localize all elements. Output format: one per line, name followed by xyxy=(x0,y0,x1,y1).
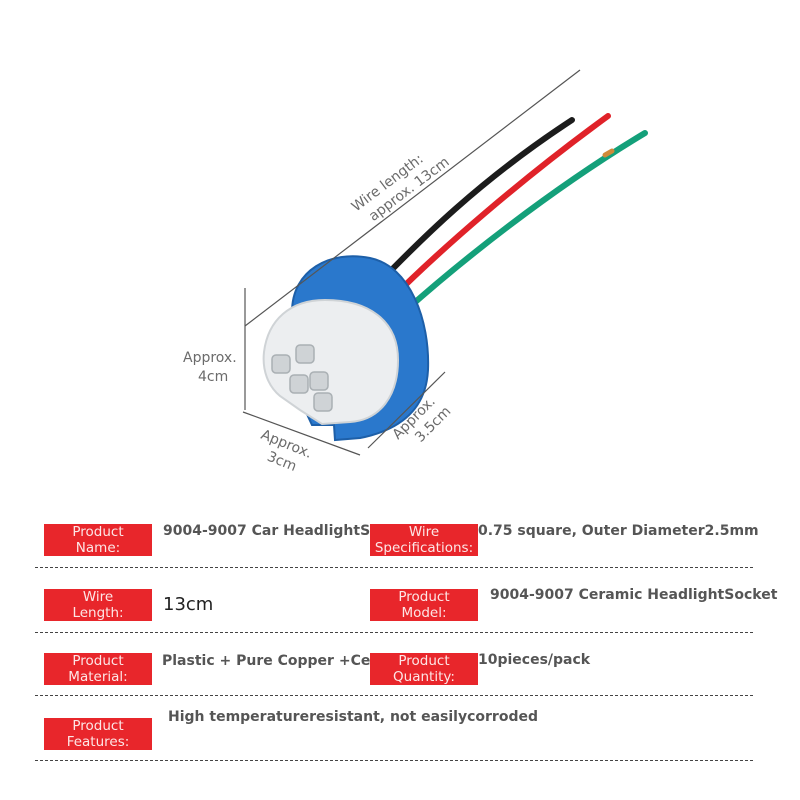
headlight-socket xyxy=(262,255,430,442)
wire-bundle xyxy=(369,113,648,315)
wire-length-dimension: Wire length: approx. 13cm xyxy=(349,140,453,230)
product-photo: Wire length: approx. 13cm Approx.4cm App… xyxy=(183,69,648,475)
product-quantity-value: 10pieces/pack xyxy=(478,652,591,668)
wire-length-value: 13cm xyxy=(163,594,214,615)
pin-slots xyxy=(271,344,333,412)
dimension-lines xyxy=(242,69,581,456)
red-wire xyxy=(387,113,611,303)
product-model-value: 9004-9007 Ceramic HeadlightSocket xyxy=(490,587,778,603)
green-wire-tip xyxy=(602,148,615,158)
wire-spec-value: 0.75 square, Outer Diameter2.5mm xyxy=(478,523,759,539)
row-divider xyxy=(35,567,753,568)
row-divider xyxy=(35,760,753,761)
height-dimension: Approx.4cm xyxy=(183,350,237,385)
row-divider xyxy=(35,695,753,696)
product-features-value: High temperatureresistant, not easilycor… xyxy=(168,709,538,725)
row-divider xyxy=(35,632,753,633)
